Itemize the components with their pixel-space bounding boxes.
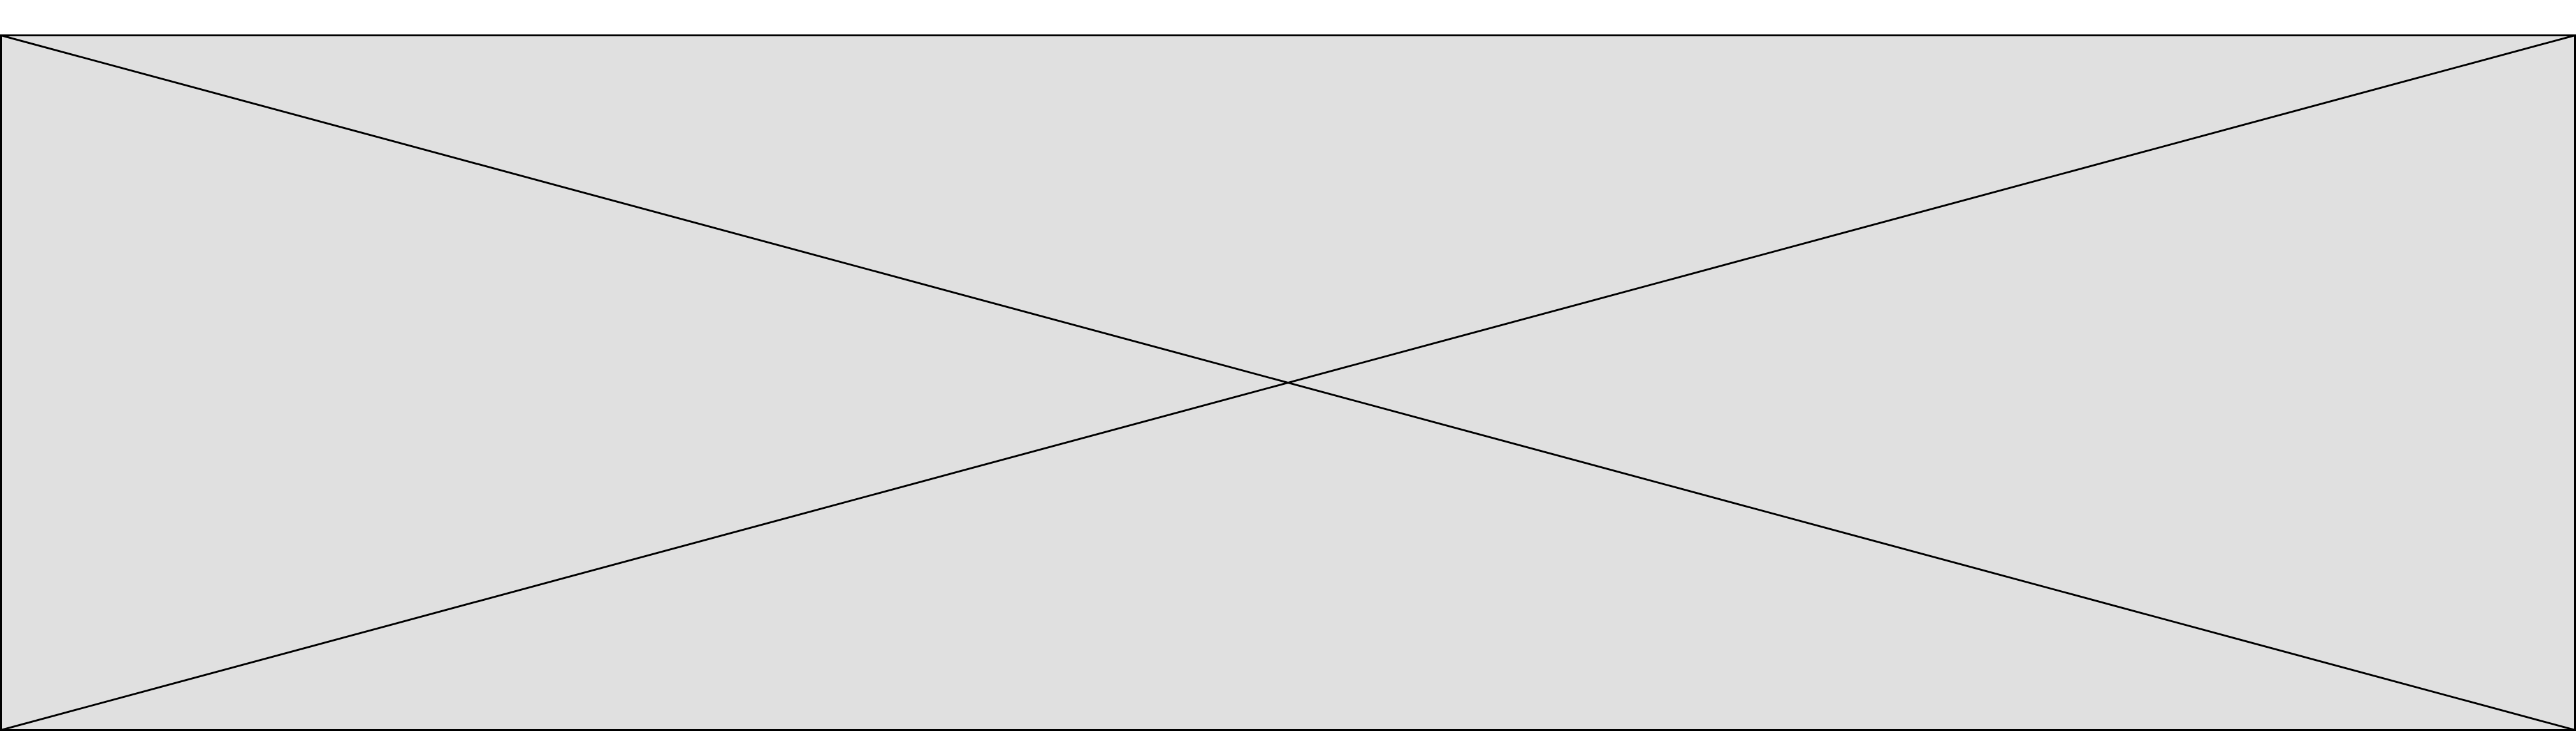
placeholder-diagonal-2 [1, 34, 2575, 731]
placeholder-cross-icon [0, 34, 2576, 731]
image-placeholder [0, 34, 2576, 731]
